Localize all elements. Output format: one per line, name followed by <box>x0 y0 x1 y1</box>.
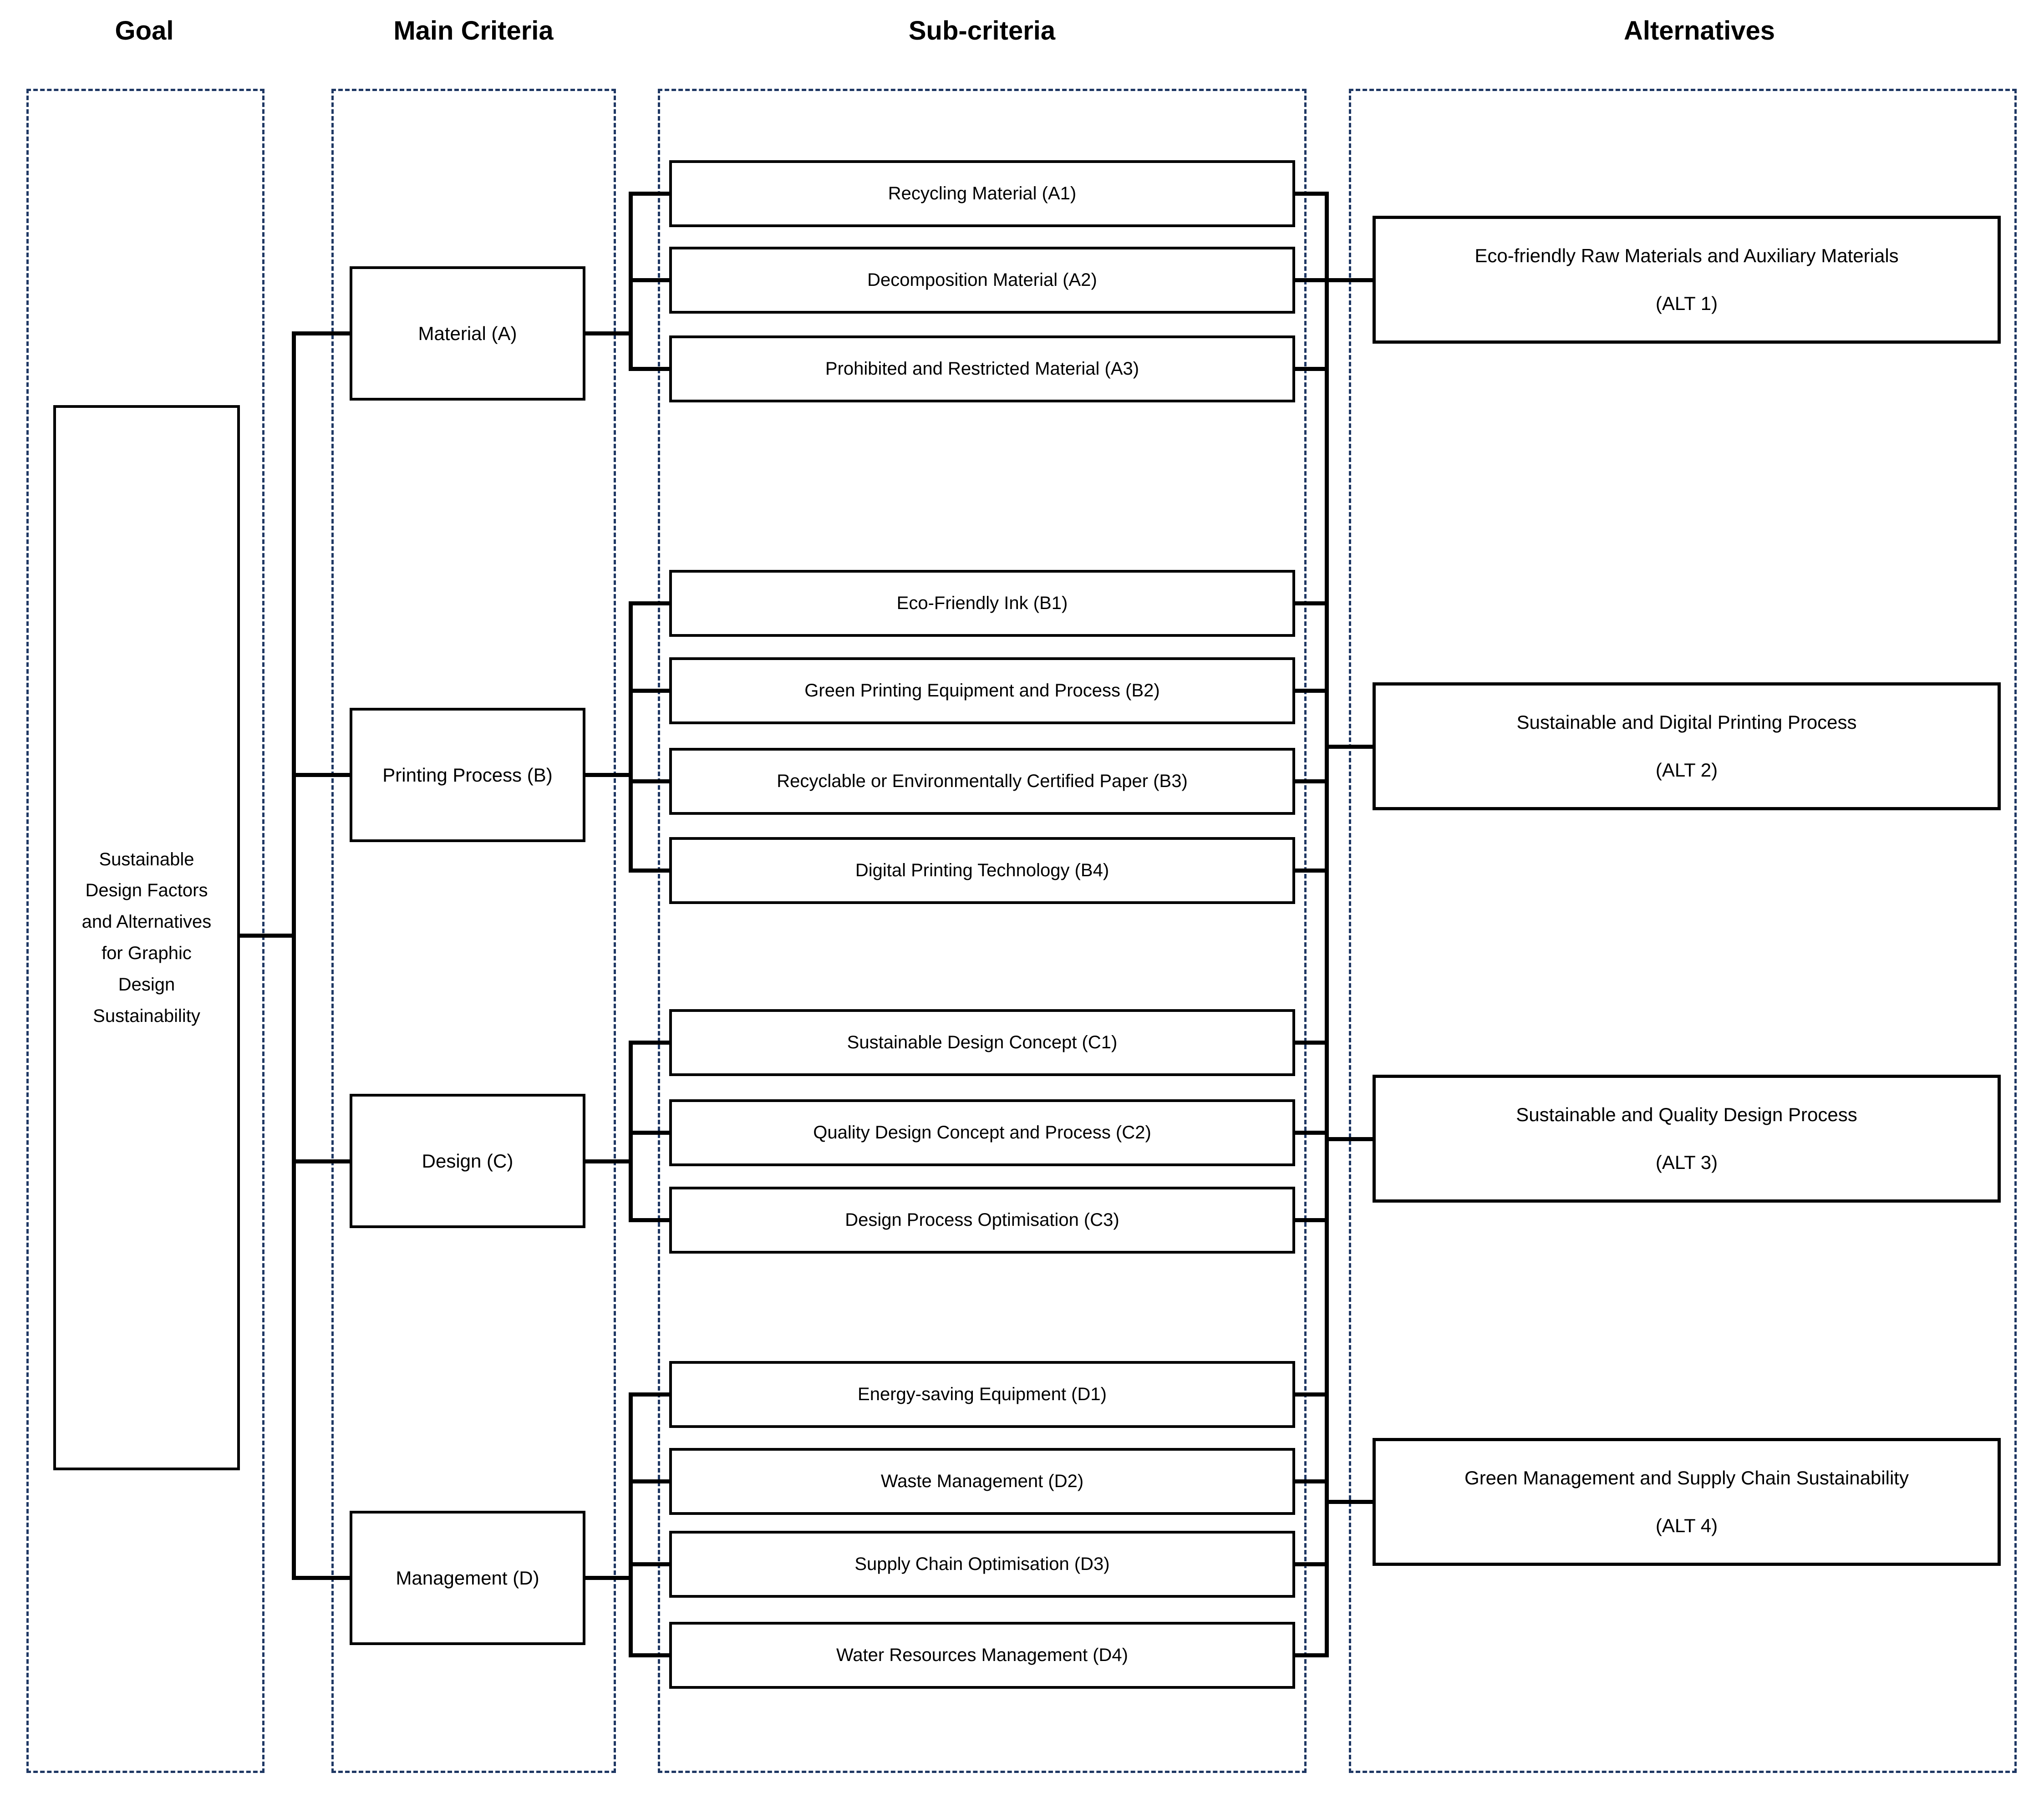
connector-right-stub-d1 <box>1295 1392 1327 1397</box>
sub-criteria-box-a3: Prohibited and Restricted Material (A3) <box>669 335 1295 402</box>
sub-criteria-box-c1: Sustainable Design Concept (C1) <box>669 1009 1295 1076</box>
connector-right-stub-d3 <box>1295 1562 1327 1566</box>
connector-right-stub-d4 <box>1295 1653 1327 1657</box>
connector-design-out <box>585 1159 630 1163</box>
alternative-box-alt1: Eco-friendly Raw Materials and Auxiliary… <box>1373 216 2001 344</box>
connector-printing-out <box>585 773 630 777</box>
alternative-box-alt2: Sustainable and Digital Printing Process… <box>1373 682 2001 810</box>
connector-sub-stub-b3 <box>630 779 669 783</box>
column-goal <box>26 89 264 1773</box>
main-criteria-box-design: Design (C) <box>350 1094 585 1228</box>
connector-sub-stub-d2 <box>630 1479 669 1483</box>
alternative-box-alt3: Sustainable and Quality Design Process (… <box>1373 1075 2001 1203</box>
alternative-code: (ALT 1) <box>1655 293 1718 314</box>
connector-alt2-stub <box>1327 745 1373 749</box>
connector-right-stub-c3 <box>1295 1218 1327 1222</box>
connector-sub-stub-c3 <box>630 1218 669 1222</box>
connector-sub-stub-d4 <box>630 1653 669 1657</box>
header-main-criteria: Main Criteria <box>393 16 554 46</box>
connector-management-out <box>585 1576 630 1580</box>
sub-criteria-box-d3: Supply Chain Optimisation (D3) <box>669 1531 1295 1598</box>
connector-main-trunk <box>292 331 296 1580</box>
connector-right-stub-c1 <box>1295 1041 1327 1045</box>
connector-subtrunk-d <box>629 1392 633 1657</box>
main-criteria-box-printing: Printing Process (B) <box>350 708 585 842</box>
connector-stub-design <box>294 1159 350 1163</box>
connector-right-stub-a1 <box>1295 192 1327 196</box>
sub-criteria-box-d2: Waste Management (D2) <box>669 1448 1295 1515</box>
connector-right-stub-b2 <box>1295 689 1327 693</box>
main-criteria-box-material: Material (A) <box>350 266 585 401</box>
connector-sub-stub-d3 <box>630 1562 669 1566</box>
column-alternatives <box>1349 89 2017 1773</box>
connector-goal-stub <box>240 934 294 938</box>
column-main-criteria <box>331 89 616 1773</box>
connector-right-stub-b3 <box>1295 779 1327 783</box>
sub-criteria-box-b4: Digital Printing Technology (B4) <box>669 837 1295 904</box>
connector-material-out <box>585 331 630 335</box>
header-alternatives: Alternatives <box>1623 16 1775 46</box>
connector-sub-stub-b4 <box>630 869 669 873</box>
connector-right-stub-b4 <box>1295 869 1327 873</box>
sub-criteria-box-b2: Green Printing Equipment and Process (B2… <box>669 657 1295 724</box>
main-criteria-box-management: Management (D) <box>350 1511 585 1645</box>
alternative-name: Sustainable and Quality Design Process <box>1516 1104 1857 1125</box>
connector-sub-stub-a3 <box>630 367 669 371</box>
sub-criteria-box-c3: Design Process Optimisation (C3) <box>669 1187 1295 1254</box>
connector-right-stub-a2 <box>1295 278 1327 282</box>
header-sub-criteria: Sub-criteria <box>908 16 1056 46</box>
connector-stub-management <box>294 1576 350 1580</box>
alternative-name: Green Management and Supply Chain Sustai… <box>1464 1467 1909 1488</box>
goal-box: Sustainable Design Factors and Alternati… <box>53 405 240 1470</box>
connector-right-stub-b1 <box>1295 601 1327 605</box>
alternative-code: (ALT 4) <box>1655 1515 1718 1536</box>
connector-sub-stub-d1 <box>630 1392 669 1397</box>
alternative-name: Sustainable and Digital Printing Process <box>1516 711 1857 733</box>
sub-criteria-box-a1: Recycling Material (A1) <box>669 160 1295 227</box>
column-sub-criteria <box>658 89 1307 1773</box>
alternative-code: (ALT 2) <box>1655 759 1718 781</box>
connector-alt1-stub <box>1327 278 1373 282</box>
connector-sub-stub-a1 <box>630 192 669 196</box>
connector-sub-stub-b1 <box>630 601 669 605</box>
alternative-box-alt4: Green Management and Supply Chain Sustai… <box>1373 1438 2001 1566</box>
sub-criteria-box-d4: Water Resources Management (D4) <box>669 1622 1295 1689</box>
connector-alternatives-trunk <box>1325 192 1329 1657</box>
alternative-name: Eco-friendly Raw Materials and Auxiliary… <box>1475 245 1899 266</box>
connector-sub-stub-b2 <box>630 689 669 693</box>
connector-sub-stub-c1 <box>630 1041 669 1045</box>
connector-stub-printing <box>294 773 350 777</box>
connector-right-stub-c2 <box>1295 1131 1327 1135</box>
connector-stub-material <box>294 331 350 335</box>
connector-right-stub-a3 <box>1295 367 1327 371</box>
connector-sub-stub-c2 <box>630 1131 669 1135</box>
sub-criteria-box-a2: Decomposition Material (A2) <box>669 247 1295 314</box>
connector-sub-stub-a2 <box>630 278 669 282</box>
connector-subtrunk-b <box>629 601 633 873</box>
sub-criteria-box-b3: Recyclable or Environmentally Certified … <box>669 748 1295 815</box>
alternative-code: (ALT 3) <box>1655 1152 1718 1173</box>
connector-alt4-stub <box>1327 1500 1373 1504</box>
sub-criteria-box-c2: Quality Design Concept and Process (C2) <box>669 1099 1295 1166</box>
header-goal: Goal <box>115 16 174 46</box>
sub-criteria-box-d1: Energy-saving Equipment (D1) <box>669 1361 1295 1428</box>
connector-alt3-stub <box>1327 1137 1373 1141</box>
sub-criteria-box-b1: Eco-Friendly Ink (B1) <box>669 570 1295 637</box>
connector-right-stub-d2 <box>1295 1479 1327 1483</box>
